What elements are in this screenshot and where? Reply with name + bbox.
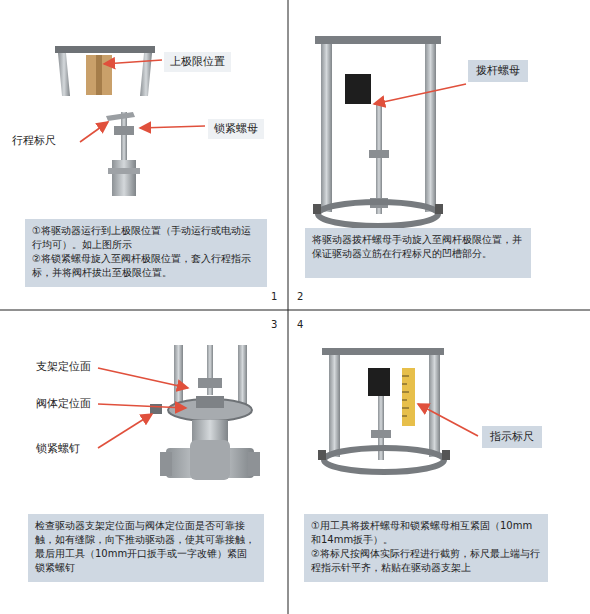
instruction-box: 将驱动器拨杆螺母手动旋入至阀杆极限位置，并保证驱动器立筋在行程标尺的凹槽部分。 — [305, 228, 531, 278]
panel-number: 3 — [271, 318, 277, 331]
instruction-text: 检查驱动器支架定位面与阀体定位面是否可靠接触，如有缝隙，向下推动驱动器，使其可靠… — [35, 519, 257, 575]
instruction-text: 将驱动器拨杆螺母手动旋入至阀杆极限位置，并保证驱动器立筋在行程标尺的凹槽部分。 — [312, 233, 524, 261]
part-label: 阀体定位面 — [36, 397, 91, 411]
instruction-text: ①用工具将拨杆螺母和锁紧螺母相互紧固（10mm和14mm扳手）。 — [311, 519, 541, 547]
part-label: 行程标尺 — [12, 134, 56, 148]
valve-figure — [150, 345, 260, 480]
part-label: 锁紧螺母 — [208, 119, 264, 139]
instruction-box: 检查驱动器支架定位面与阀体定位面是否可靠接触，如有缝隙，向下推动驱动器，使其可靠… — [28, 514, 264, 582]
instruction-text: ②将锁紧螺母旋入至阀杆极限位置，套入行程指示标，并将阀杆拔出至极限位置。 — [32, 252, 260, 280]
part-label: 拨杆螺母 — [468, 60, 528, 82]
instruction-text: ①将驱动器运行到上极限位置（手动运行或电动运行均可）。如上图所示 — [32, 224, 260, 252]
divider — [0, 310, 590, 311]
part-label: 支架定位面 — [36, 360, 91, 374]
actuator-figure — [55, 46, 155, 196]
panel-number: 4 — [297, 318, 303, 331]
panel-number: 1 — [271, 290, 277, 303]
instruction-text: ②将标尺按阀体实际行程进行截剪，标尺最上端与行程指示针平齐，粘贴在驱动器支架上 — [311, 547, 541, 575]
divider — [288, 0, 289, 614]
instruction-box: ①用工具将拨杆螺母和锁紧螺母相互紧固（10mm和14mm扳手）。②将标尺按阀体实… — [304, 514, 548, 582]
actuator-figure — [313, 36, 443, 226]
part-label: 指示标尺 — [482, 426, 542, 448]
part-label: 锁紧螺钉 — [36, 442, 80, 456]
instruction-box: ①将驱动器运行到上极限位置（手动运行或电动运行均可）。如上图所示②将锁紧螺母旋入… — [25, 219, 267, 287]
part-label: 上极限位置 — [164, 52, 231, 72]
panel-number: 2 — [297, 290, 303, 303]
